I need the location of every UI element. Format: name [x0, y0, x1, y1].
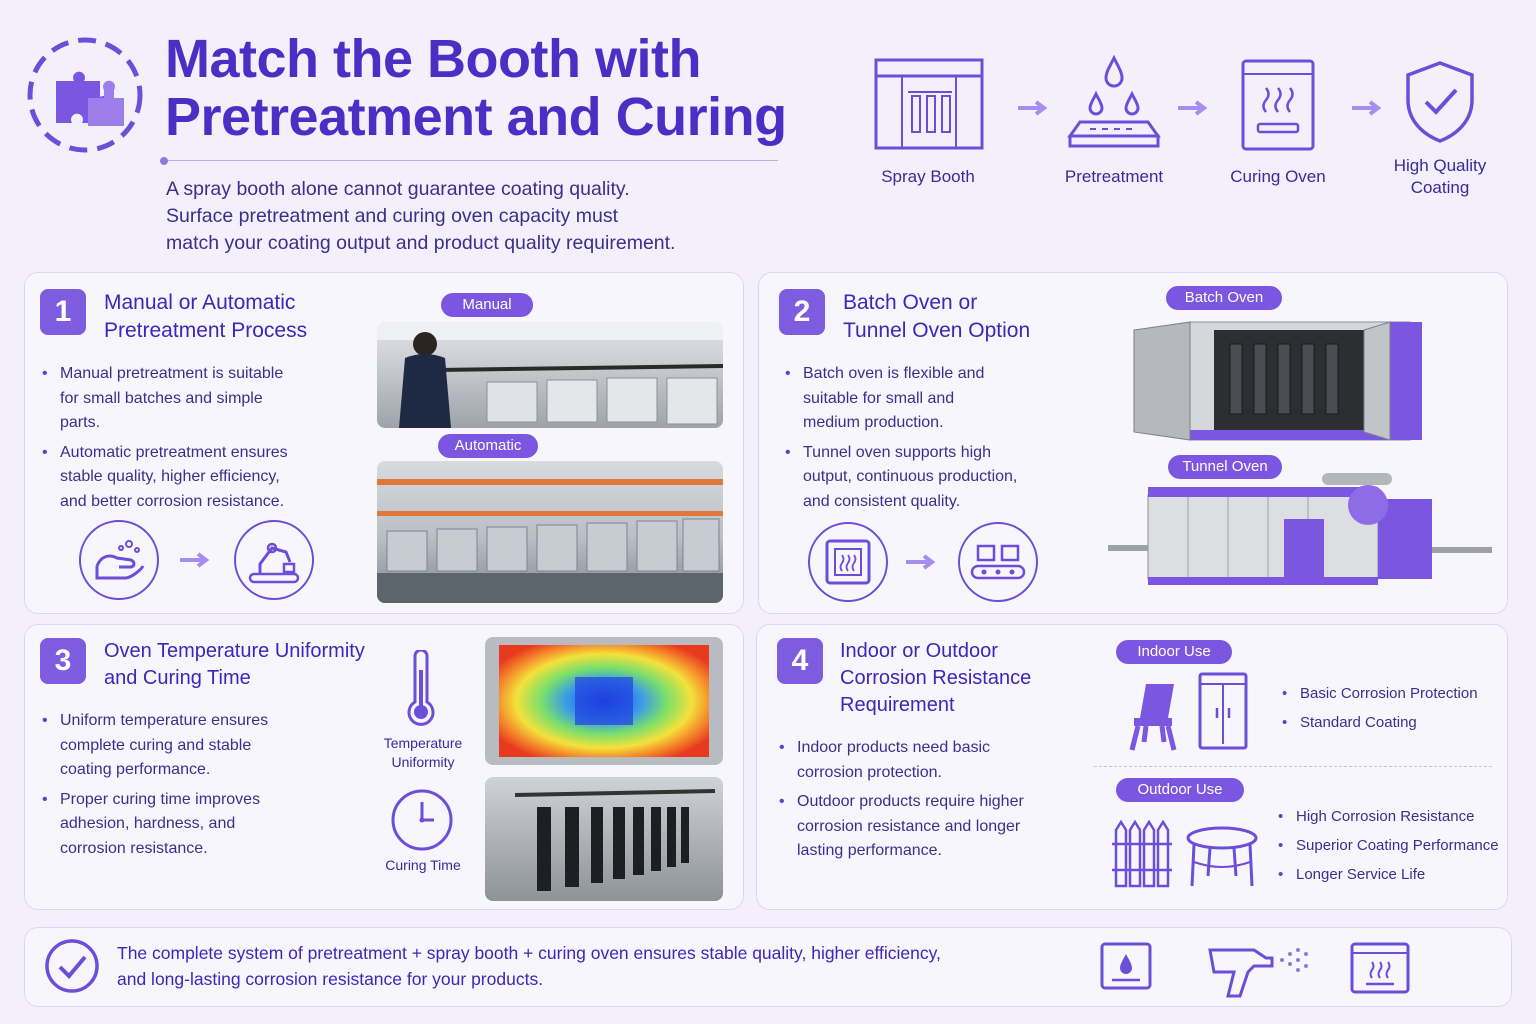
- automatic-pretreatment-photo: [377, 461, 723, 603]
- section-number: 3: [40, 638, 86, 684]
- manual-pretreatment-photo: [377, 322, 723, 428]
- curing-time-label: Curing Time: [385, 857, 461, 873]
- label-batch-oven: Batch Oven: [1166, 286, 1282, 310]
- hand-washing-icon: [79, 520, 159, 600]
- section-title: Manual or Automatic Pretreatment Process: [104, 291, 308, 342]
- curing-oven-icon: [1240, 58, 1316, 152]
- flow-label-spray-booth: Spray Booth: [881, 167, 975, 186]
- title-divider-dot: [160, 157, 168, 165]
- cabinet-icon: [1196, 670, 1250, 752]
- indoor-outdoor-divider: [1094, 766, 1492, 767]
- title-divider: [160, 160, 778, 161]
- spray-gun-icon: [1206, 938, 1316, 998]
- pretreatment-tank-icon: [1098, 940, 1154, 994]
- section-title: Oven Temperature Uniformity and Curing T…: [104, 640, 365, 689]
- check-circle-icon: [44, 938, 100, 994]
- arrow-right-icon: [906, 554, 938, 570]
- curing-parts-photo: [485, 777, 723, 901]
- intro-text: A spray booth alone cannot guarantee coa…: [166, 178, 676, 254]
- pretreatment-icon: [1066, 54, 1162, 152]
- tunnel-oven-image: [1108, 465, 1492, 605]
- arrow-right-icon: [1352, 100, 1384, 116]
- fence-icon: [1110, 818, 1176, 890]
- batch-oven-icon: [808, 522, 888, 602]
- conveyor-icon: [958, 522, 1038, 602]
- flow-label-pretreatment: Pretreatment: [1064, 167, 1164, 186]
- label-tunnel-oven: Tunnel Oven: [1168, 455, 1282, 479]
- thermal-map-image: [485, 637, 723, 765]
- label-manual: Manual: [441, 293, 533, 317]
- shield-check-icon: [1404, 60, 1476, 144]
- label-automatic: Automatic: [438, 434, 538, 458]
- label-indoor-use: Indoor Use: [1116, 640, 1232, 664]
- curing-oven-icon: [1348, 940, 1412, 996]
- clock-icon: [390, 788, 454, 852]
- list-item: High Corrosion Resistance: [1278, 805, 1508, 829]
- section-title: Batch Oven or Tunnel Oven Option: [843, 291, 1031, 342]
- indoor-points: Basic Corrosion Protection Standard Coat…: [1282, 682, 1502, 740]
- arrow-right-icon: [1018, 100, 1050, 116]
- list-item: Standard Coating: [1282, 711, 1502, 735]
- label-outdoor-use: Outdoor Use: [1116, 778, 1244, 802]
- flow-label-curing-oven: Curing Oven: [1230, 167, 1326, 186]
- section-number: 2: [779, 289, 825, 335]
- thermometer-icon: [404, 648, 438, 730]
- section-number: 1: [40, 289, 86, 335]
- temperature-uniformity-label: Temperature Uniformity: [383, 735, 463, 770]
- page-title: Match the Booth with Pretreatment and Cu…: [165, 29, 787, 147]
- spray-booth-icon: [872, 56, 986, 152]
- list-item: Longer Service Life: [1278, 863, 1508, 887]
- batch-oven-image: [1130, 300, 1430, 445]
- list-item: Outdoor products require highercorrosion…: [779, 790, 1069, 864]
- list-item: Superior Coating Performance: [1278, 834, 1508, 858]
- arrow-right-icon: [1178, 100, 1210, 116]
- list-item: Basic Corrosion Protection: [1282, 682, 1502, 706]
- section-number: 4: [777, 638, 823, 684]
- footer-text: The complete system of pretreatment + sp…: [117, 943, 941, 989]
- arrow-right-icon: [180, 552, 212, 568]
- outdoor-points: High Corrosion Resistance Superior Coati…: [1278, 805, 1508, 892]
- robot-arm-icon: [234, 520, 314, 600]
- flow-label-high-quality: High Quality Coating: [1393, 156, 1487, 197]
- table-icon: [1184, 824, 1260, 890]
- section-title: Indoor or Outdoor Corrosion Resistance R…: [840, 640, 1032, 716]
- chair-icon: [1124, 680, 1184, 752]
- puzzle-icon: [26, 36, 144, 154]
